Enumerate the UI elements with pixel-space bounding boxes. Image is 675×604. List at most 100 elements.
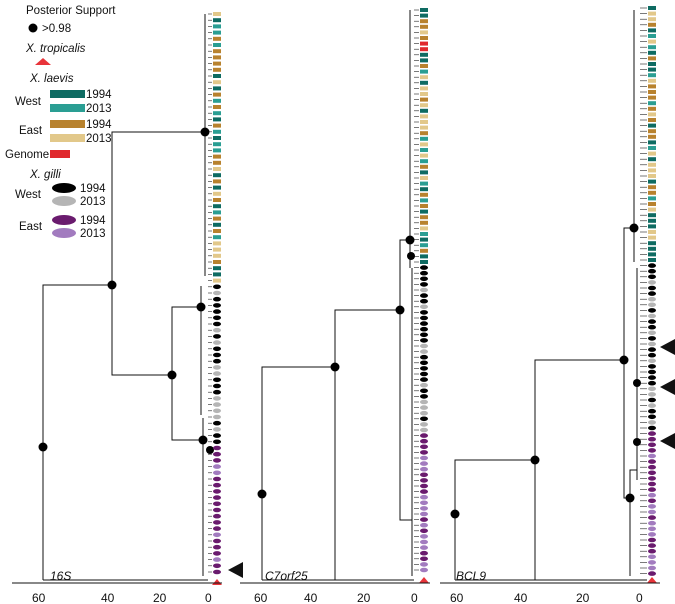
tip-marker-gilli	[213, 365, 221, 370]
tree-16s-gilli-east-branch	[171, 375, 203, 441]
legend: Posterior Support >0.98 X. tropicalis X.…	[5, 5, 116, 240]
tip-marker-laevis	[213, 241, 221, 246]
tip-marker-gilli	[420, 438, 428, 444]
tip-marker-gilli	[213, 321, 221, 327]
gilli-west-2013-swatch	[52, 196, 76, 206]
tip-marker-laevis	[213, 154, 221, 159]
tip-marker-laevis	[648, 196, 656, 201]
tip-marker-laevis	[213, 105, 221, 109]
node-c7-a	[330, 362, 340, 372]
tip-marker-tropicalis	[647, 577, 657, 583]
tip-marker-laevis	[648, 28, 656, 33]
tip-marker-gilli	[648, 414, 656, 420]
tip-marker-gilli	[648, 504, 656, 509]
tip-marker-laevis	[213, 160, 221, 165]
tree-bcl9-gilli-branch	[623, 360, 630, 499]
tip-marker-laevis	[648, 11, 656, 16]
tip-marker-gilli	[648, 492, 656, 498]
tip-marker-laevis	[213, 272, 221, 277]
tip-marker-gilli	[213, 427, 221, 432]
tip-marker-gilli	[213, 458, 221, 463]
tip-marker-laevis	[420, 148, 428, 152]
tree-c7-gilli-branch	[399, 310, 412, 521]
tip-marker-gilli	[648, 324, 656, 330]
tip-marker-gilli	[648, 375, 656, 380]
tip-marker-laevis	[213, 266, 221, 271]
tip-marker-laevis	[213, 260, 221, 264]
tip-marker-gilli	[648, 481, 656, 487]
node-bcl9-e	[625, 493, 635, 503]
node-bcl9-b	[619, 355, 629, 365]
tip-marker-gilli	[420, 534, 428, 539]
tip-marker-gilli	[213, 464, 221, 469]
tip-marker-gilli	[420, 461, 428, 466]
tip-marker-gilli	[213, 346, 221, 352]
tick-16s-20: 20	[153, 591, 167, 604]
tip-marker-gilli	[420, 466, 428, 472]
legend-gilli-west-1994: 1994	[80, 183, 106, 195]
tip-marker-laevis	[213, 86, 221, 91]
tip-marker-laevis	[420, 170, 428, 175]
tree-16s-laevis-branch	[111, 131, 205, 285]
legend-laevis-west-1994: 1994	[86, 89, 112, 101]
tip-marker-gilli	[213, 563, 221, 569]
tip-marker-gilli	[213, 451, 221, 457]
tip-marker-gilli	[420, 450, 428, 455]
tree-c7-laevis-branch	[399, 239, 410, 310]
tip-marker-gilli	[213, 352, 221, 358]
tip-marker-gilli	[213, 513, 221, 519]
node-bcl9-c	[633, 379, 641, 387]
tip-marker-gilli	[213, 396, 221, 401]
legend-laevis-west: West	[15, 96, 42, 108]
tip-marker-gilli	[420, 270, 428, 276]
tree-c7-root-branch	[261, 366, 335, 580]
tip-marker-gilli	[213, 532, 221, 538]
tip-marker-gilli	[213, 284, 221, 290]
tip-marker-gilli	[648, 420, 656, 425]
tip-marker-laevis	[648, 95, 656, 100]
tip-marker-laevis	[648, 45, 656, 50]
tip-marker-gilli	[213, 569, 221, 575]
tip-marker-gilli	[420, 338, 428, 343]
tip-marker-gilli	[648, 403, 656, 408]
tip-marker-gilli	[213, 303, 221, 308]
tree-16s-gilli-branch	[111, 285, 172, 376]
tip-marker-laevis	[213, 36, 221, 41]
tip-marker-gilli	[648, 470, 656, 476]
tip-marker-laevis	[648, 185, 656, 190]
tip-marker-laevis	[420, 36, 428, 40]
laevis-east-2013-swatch	[50, 134, 85, 142]
legend-laevis: X. laevis	[29, 73, 74, 85]
tip-marker-laevis	[648, 218, 656, 223]
legend-gilli-east-2013: 2013	[80, 228, 106, 240]
tip-marker-gilli	[420, 399, 428, 405]
tip-marker-gilli	[648, 476, 656, 481]
tip-marker-laevis	[213, 24, 221, 29]
legend-gilli-east-1994: 1994	[80, 215, 106, 227]
node-bcl9-a	[530, 455, 540, 465]
tip-marker-gilli	[420, 366, 428, 371]
tip-marker-laevis	[648, 202, 656, 206]
tip-marker-laevis	[213, 67, 221, 72]
tip-marker-gilli	[213, 340, 221, 345]
tip-marker-laevis	[420, 220, 428, 225]
tip-marker-gilli	[213, 296, 221, 302]
tip-marker-gilli	[648, 560, 656, 565]
tip-marker-gilli	[420, 422, 428, 427]
tip-marker-gilli	[648, 515, 656, 520]
genome-swatch	[50, 150, 70, 158]
tip-marker-gilli	[213, 290, 221, 296]
tip-marker-laevis	[420, 142, 428, 147]
tip-marker-laevis	[213, 253, 221, 258]
tip-marker-gilli	[420, 562, 428, 567]
tip-marker-gilli	[648, 358, 656, 364]
tip-marker-laevis	[213, 98, 221, 103]
tip-marker-laevis	[648, 118, 656, 122]
tip-marker-gilli	[420, 321, 428, 326]
tip-marker-laevis	[648, 22, 656, 27]
tip-marker-laevis	[648, 190, 656, 195]
tip-marker-laevis	[420, 204, 428, 208]
legend-laevis-east-1994: 1994	[86, 119, 112, 131]
tip-marker-gilli	[213, 371, 221, 376]
legend-gilli-west: West	[15, 189, 42, 201]
